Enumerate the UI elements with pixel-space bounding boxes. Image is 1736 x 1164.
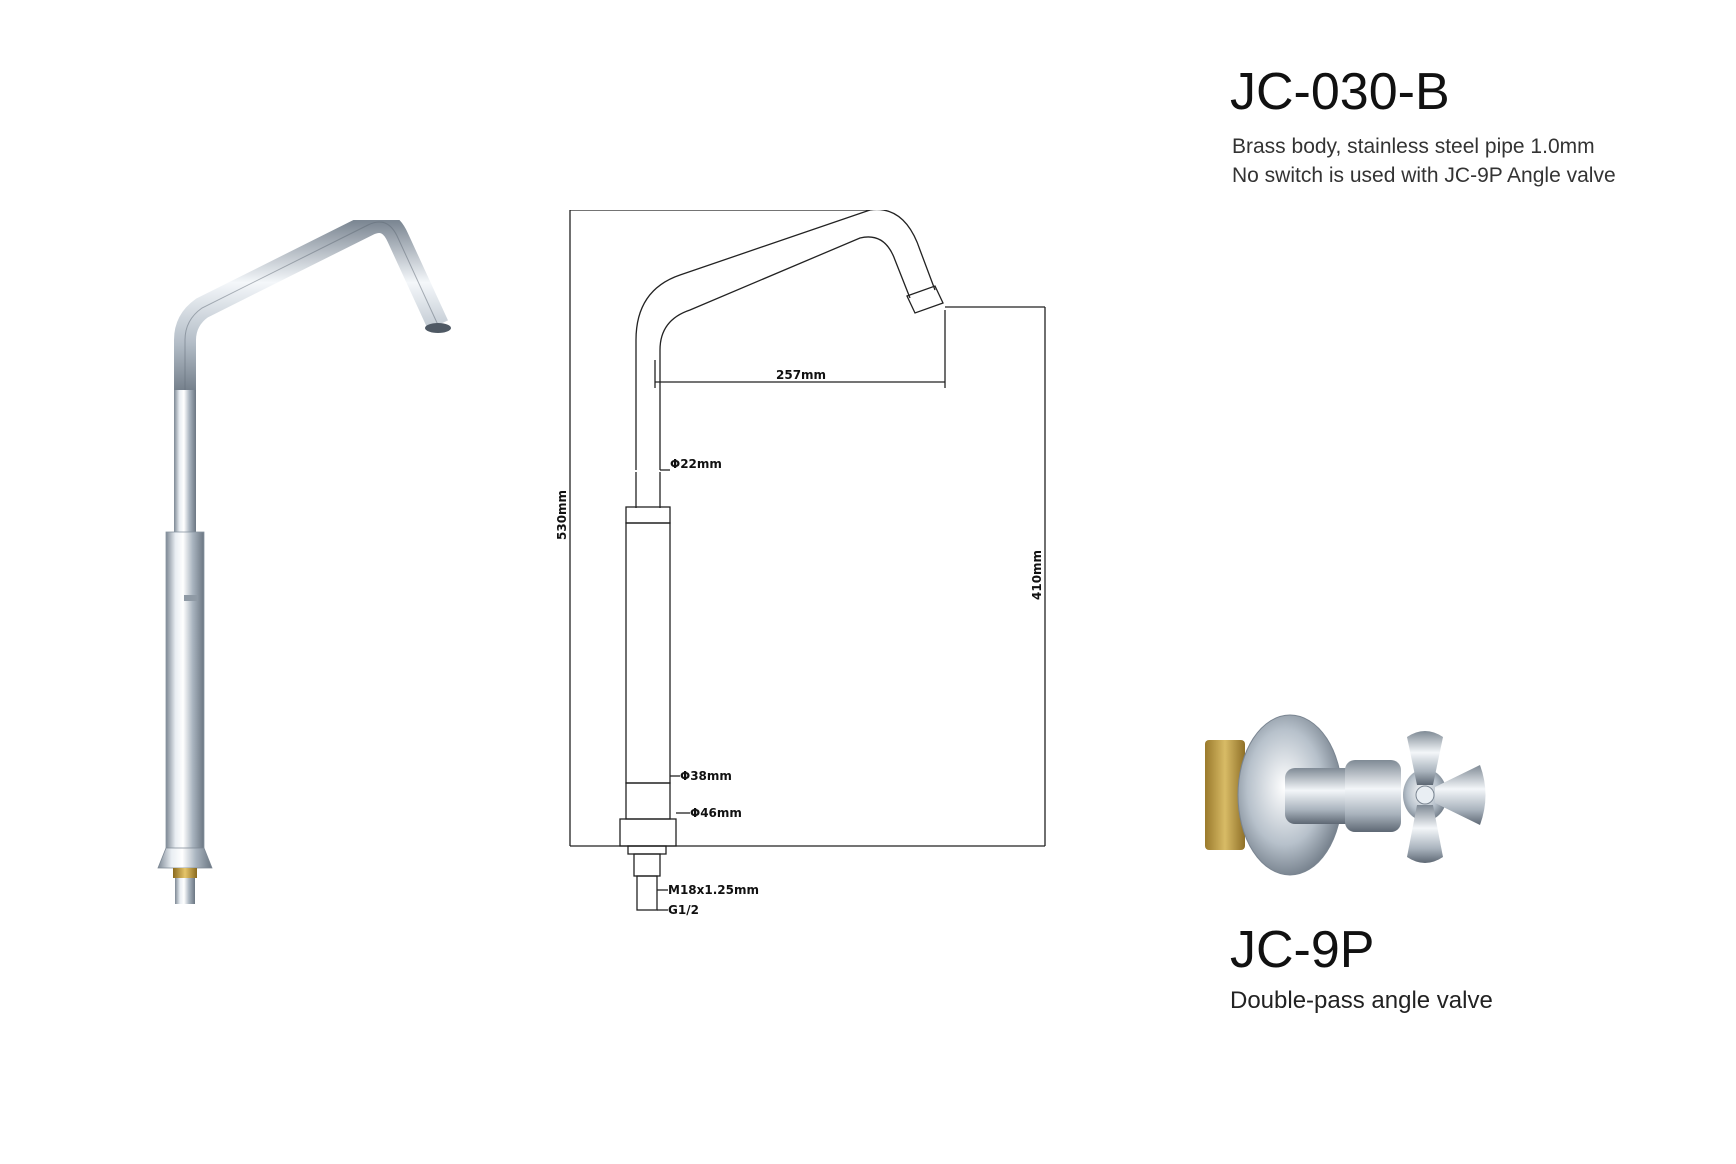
dim-body-diameter: Φ38mm xyxy=(680,769,732,783)
dim-thread-b: G1/2 xyxy=(668,903,699,917)
product-description-line-1: Brass body, stainless steel pipe 1.0mm xyxy=(1232,135,1595,158)
technical-drawing: 257mm Φ22mm Φ38mm Φ46mm M18x1.25mm G1/2 … xyxy=(555,210,1046,917)
dim-outlet-height: 410mm xyxy=(1030,550,1044,600)
dim-total-height: 530mm xyxy=(555,490,569,540)
dim-base-diameter: Φ46mm xyxy=(690,806,742,820)
dim-thread-a: M18x1.25mm xyxy=(668,883,759,897)
product-model-title: JC-030-B xyxy=(1230,63,1450,121)
accessory-model-title: JC-9P xyxy=(1230,921,1375,979)
angle-valve-photo xyxy=(1205,714,1486,876)
product-description: Brass body, stainless steel pipe 1.0mm N… xyxy=(1232,132,1616,190)
faucet-photo xyxy=(157,220,451,904)
dim-pipe-diameter: Φ22mm xyxy=(670,457,722,471)
product-description-line-2: No switch is used with JC-9P Angle valve xyxy=(1232,164,1616,187)
dim-reach: 257mm xyxy=(776,368,826,382)
accessory-description: Double-pass angle valve xyxy=(1230,987,1493,1014)
